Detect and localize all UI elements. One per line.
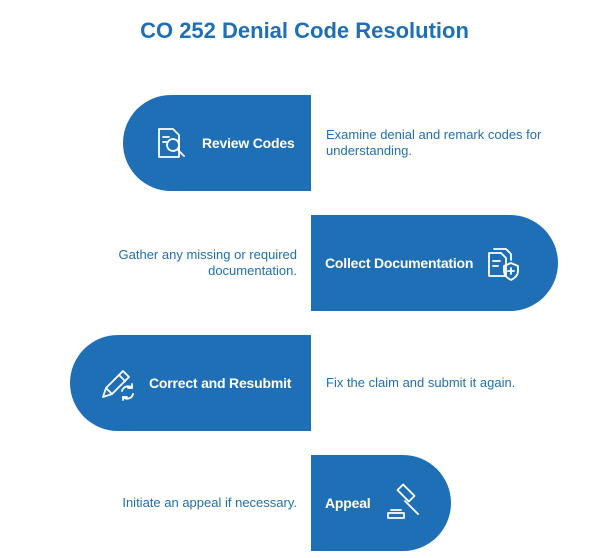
step-pill: Correct and Resubmit [70,335,311,431]
step-correct-and-resubmit: Correct and Resubmit Fix the claim and s… [0,335,609,431]
step-label: Review Codes [202,135,295,151]
step-pill: Collect Documentation [311,215,558,311]
step-label: Appeal [325,495,371,511]
pencil-refresh-icon [98,363,138,403]
step-description: Initiate an appeal if necessary. [122,495,297,510]
step-pill: Review Codes [123,95,311,191]
step-description: Fix the claim and submit it again. [326,375,516,390]
step-label: Correct and Resubmit [149,375,292,391]
step-pill: Appeal [311,455,451,551]
step-label: Collect Documentation [325,255,474,271]
step-collect-documentation: Collect Documentation Gather any missing… [0,215,609,311]
page-title: CO 252 Denial Code Resolution [140,18,469,43]
gavel-icon [384,483,424,523]
document-search-icon [151,123,191,163]
step-review-codes: Review Codes Examine denial and remark c… [0,95,609,191]
documents-shield-icon [483,243,523,283]
step-appeal: Appeal Initiate an appeal if necessary. [0,455,609,551]
step-description: Examine denial and remark codes for unde… [326,127,542,158]
step-description: Gather any missing or required documenta… [118,247,297,278]
